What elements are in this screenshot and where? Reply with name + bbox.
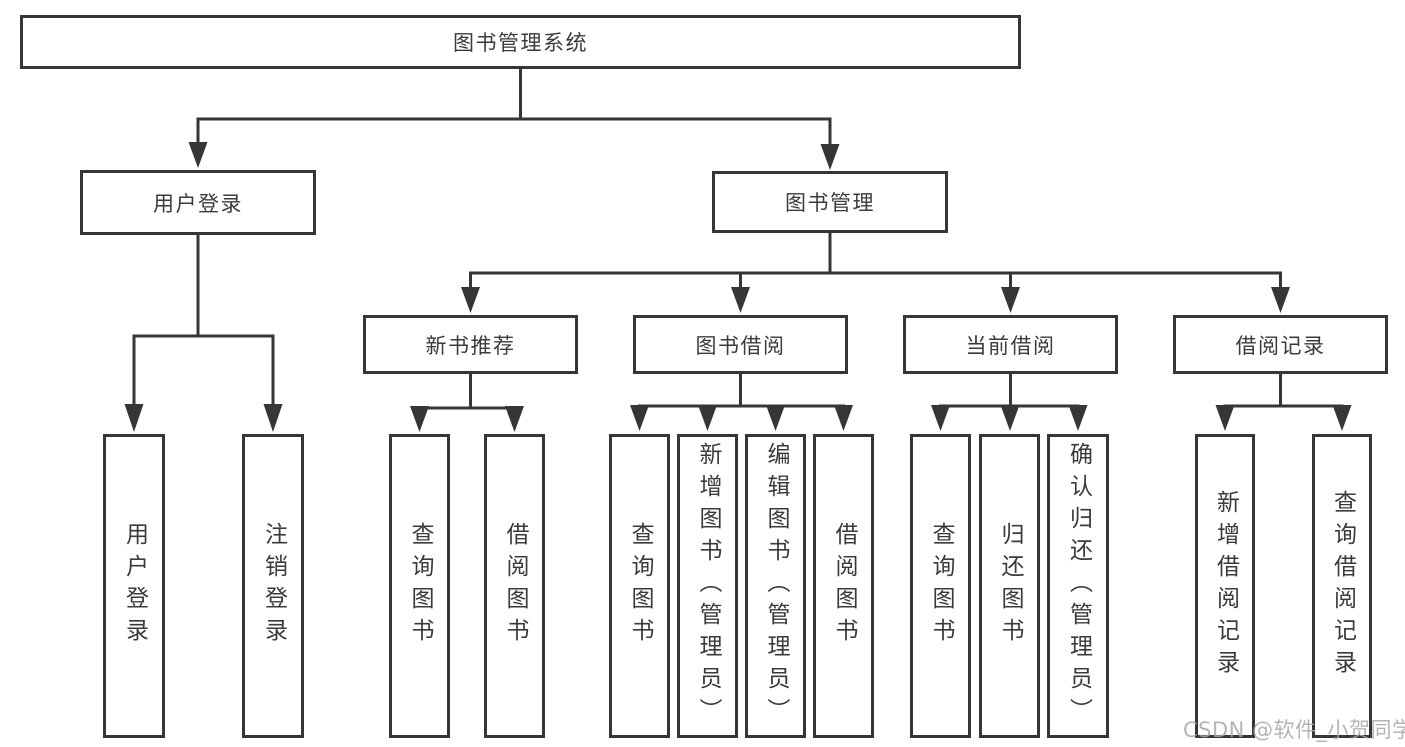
arrowhead-down-icon (1271, 287, 1290, 313)
node-new-book-recommend: 新书推荐 (363, 315, 578, 374)
leaf-recommend-borrow-book: 借阅图书 (484, 434, 545, 738)
arrowhead-down-icon (188, 142, 208, 168)
arrowhead-down-icon (124, 404, 144, 432)
arrowhead-down-icon (505, 406, 524, 432)
connector-records-rail (1223, 404, 1344, 409)
arrowhead-down-icon (698, 405, 717, 431)
node-book-management-label: 图书管理 (785, 191, 875, 215)
arrowhead-down-icon (1332, 405, 1352, 431)
arrowhead-down-icon (263, 404, 283, 432)
leaf-records-add-record: 新增借阅记录 (1195, 434, 1255, 738)
arrowhead-down-icon (834, 405, 853, 431)
node-book-borrow: 图书借阅 (633, 315, 848, 374)
arrowhead-down-icon (1068, 405, 1088, 431)
node-book-management: 图书管理 (712, 171, 948, 233)
arrowhead-down-icon (1215, 405, 1235, 431)
leaf-borrow-query-book: 查询图书 (609, 434, 670, 738)
arrowhead-down-icon (1000, 405, 1020, 431)
arrowhead-down-icon (931, 405, 950, 431)
leaf-records-query-record-label: 查询借阅记录 (1329, 490, 1356, 682)
node-root-label: 图书管理系统 (453, 31, 588, 55)
leaf-borrow-add-book-admin: 新增图书（管理员） (677, 434, 738, 738)
leaf-user-login: 用户登录 (103, 434, 165, 738)
leaf-borrow-query-book-label: 查询图书 (627, 522, 653, 650)
leaf-logout-login: 注销登录 (242, 434, 304, 738)
connector-userlogin-rail (132, 334, 275, 408)
node-root: 图书管理系统 (20, 15, 1021, 69)
leaf-current-query-book-label: 查询图书 (928, 522, 954, 650)
arrowhead-down-icon (630, 405, 649, 431)
leaf-records-add-record-label: 新增借阅记录 (1212, 490, 1239, 682)
arrowhead-down-icon (461, 287, 480, 313)
arrowhead-down-icon (820, 144, 840, 170)
leaf-current-confirm-return-admin: 确认归还（管理员） (1047, 434, 1109, 738)
connector-bookmgmt-rail (469, 271, 1282, 290)
leaf-current-confirm-return-admin-label: 确认归还（管理员） (1065, 442, 1092, 730)
node-borrow-records: 借阅记录 (1173, 315, 1388, 374)
arrowhead-down-icon (766, 405, 785, 431)
node-current-borrow-label: 当前借阅 (965, 333, 1056, 358)
leaf-current-return-book: 归还图书 (979, 434, 1040, 738)
leaf-borrow-edit-book-admin-label: 编辑图书（管理员） (763, 442, 789, 730)
node-current-borrow: 当前借阅 (903, 315, 1118, 374)
leaf-borrow-add-book-admin-label: 新增图书（管理员） (695, 442, 721, 730)
leaf-current-query-book: 查询图书 (910, 434, 971, 738)
leaf-recommend-borrow-book-label: 借阅图书 (502, 522, 528, 650)
leaf-user-login-label: 用户登录 (121, 522, 148, 650)
connector-borrow-rail (638, 404, 845, 409)
node-book-borrow-label: 图书借阅 (695, 333, 786, 358)
arrowhead-down-icon (731, 287, 750, 313)
leaf-borrow-borrow-book: 借阅图书 (813, 434, 874, 738)
node-user-login: 用户登录 (80, 170, 316, 235)
leaf-current-return-book-label: 归还图书 (997, 522, 1023, 650)
leaf-borrow-borrow-book-label: 借阅图书 (831, 522, 857, 650)
node-user-login-label: 用户登录 (153, 191, 243, 216)
leaf-recommend-query-book: 查询图书 (389, 434, 450, 738)
arrowhead-down-icon (1001, 287, 1020, 313)
connector-recommend-rail (418, 406, 516, 410)
node-borrow-records-label: 借阅记录 (1235, 333, 1326, 358)
connector-root-rail (196, 117, 832, 148)
arrowhead-down-icon (410, 406, 429, 432)
leaf-recommend-query-book-label: 查询图书 (407, 522, 433, 650)
leaf-borrow-edit-book-admin: 编辑图书（管理员） (745, 434, 806, 738)
leaf-logout-login-label: 注销登录 (260, 522, 287, 650)
leaf-records-query-record: 查询借阅记录 (1312, 434, 1372, 738)
node-new-book-recommend-label: 新书推荐 (425, 333, 516, 358)
watermark: CSDN @软件_小贺同学 (1183, 718, 1405, 742)
